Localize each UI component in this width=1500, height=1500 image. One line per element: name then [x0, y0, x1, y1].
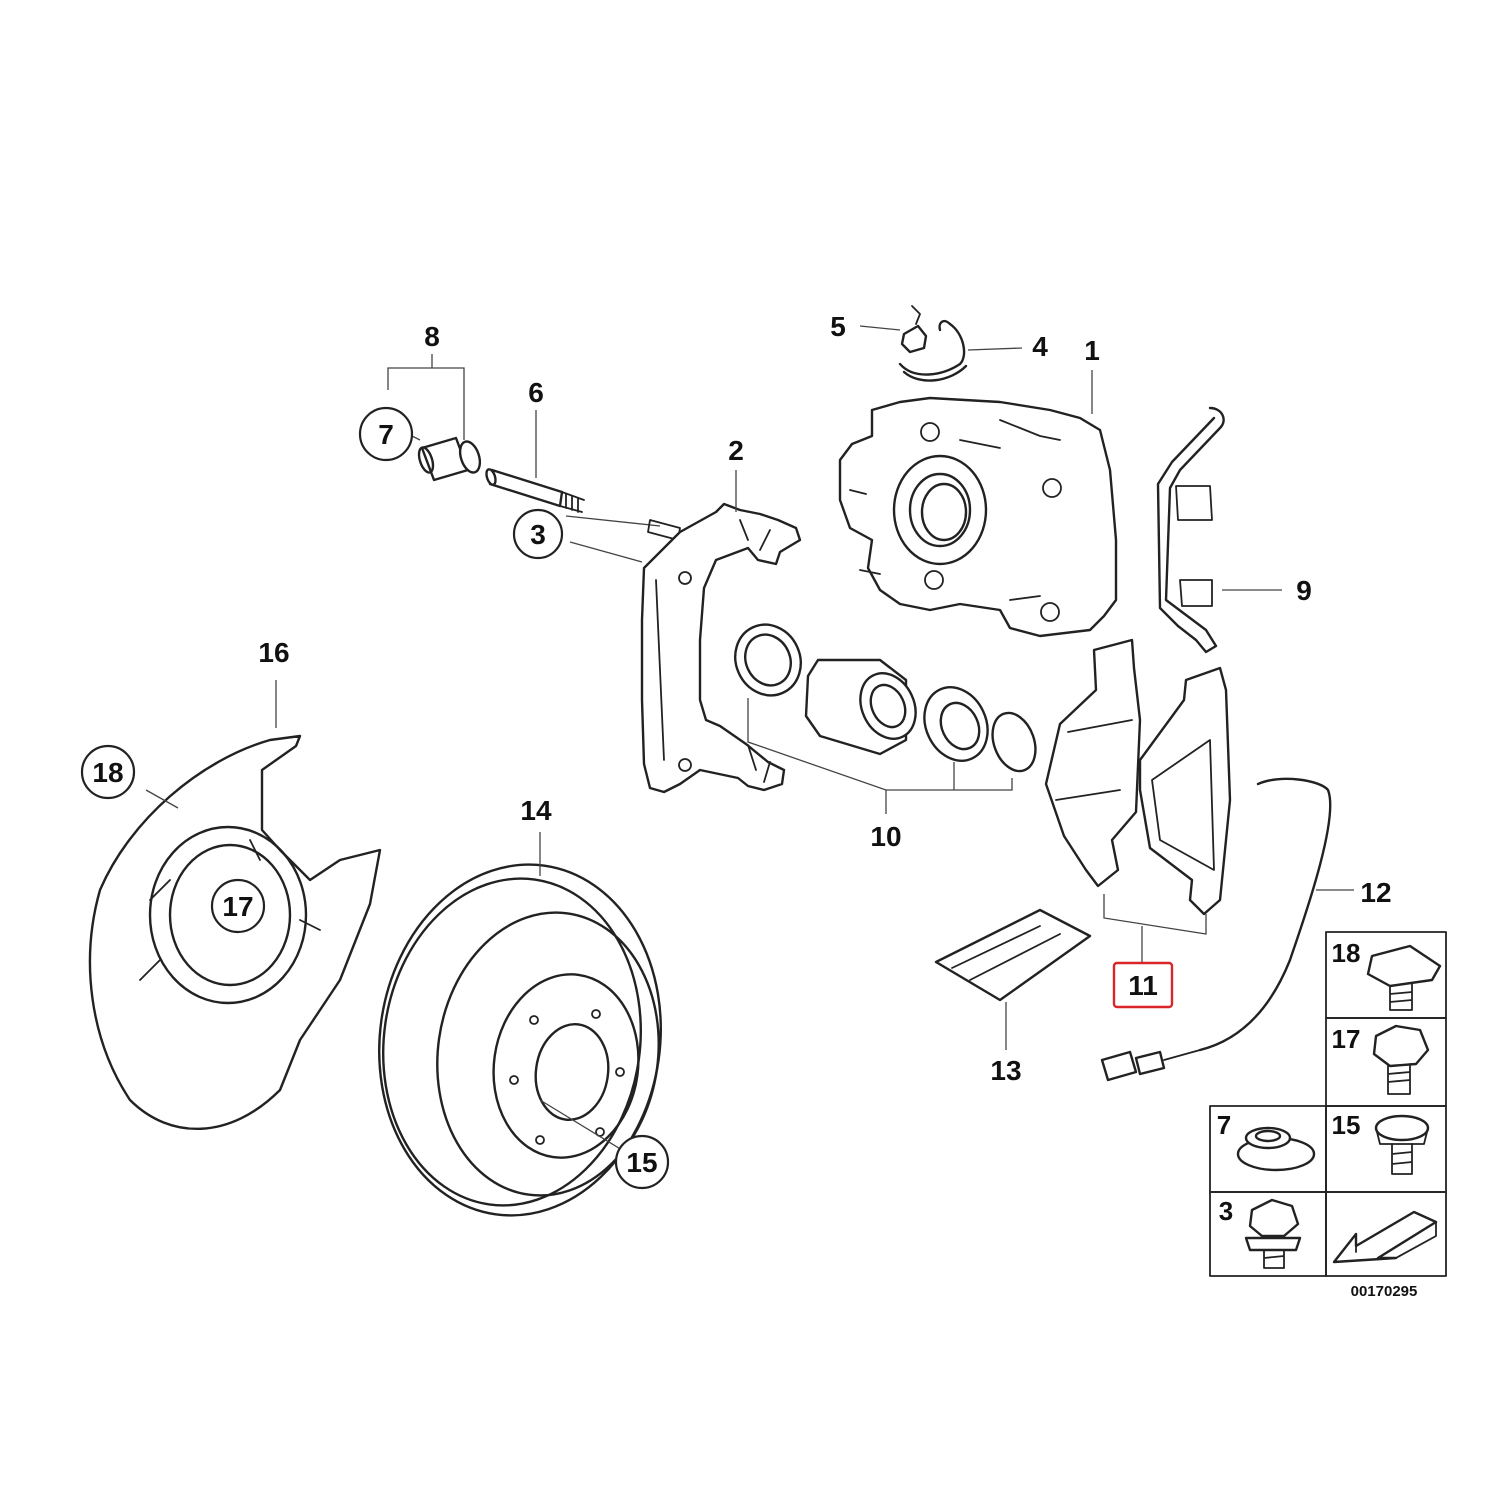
label-11[interactable]: 11	[1128, 970, 1158, 1001]
label-2: 2	[728, 435, 744, 466]
brake-disc-part[interactable]	[357, 846, 683, 1234]
label-12: 12	[1360, 877, 1391, 908]
piston-seal-kit-part[interactable]	[724, 614, 1043, 777]
label-3-circle[interactable]	[512, 508, 564, 560]
fastener-legend: 18 17 7 15 3	[1209, 931, 1447, 1277]
clip-bolt-part[interactable]	[900, 305, 928, 354]
label-3: 3	[530, 519, 546, 550]
legend-cell-15[interactable]	[1374, 1114, 1430, 1175]
legend-label-7: 7	[1217, 1110, 1231, 1140]
label-17: 17	[222, 891, 253, 922]
label-17-circle[interactable]	[210, 878, 266, 934]
label-18-circle[interactable]	[80, 744, 136, 800]
label-4: 4	[1032, 331, 1048, 362]
label-18: 18	[92, 757, 123, 788]
anti-rattle-spring-part[interactable]	[1156, 406, 1225, 654]
label-5: 5	[830, 311, 846, 342]
legend-label-3: 3	[1219, 1196, 1233, 1226]
grease-packet-part[interactable]	[934, 908, 1092, 1002]
guide-bushing-part[interactable]	[416, 436, 483, 482]
guide-pin-part[interactable]	[485, 468, 585, 513]
label-8: 8	[424, 321, 440, 352]
selected-part-highlight	[1112, 961, 1174, 1009]
label-1: 1	[1084, 335, 1100, 366]
legend-cell-17[interactable]	[1372, 1024, 1430, 1095]
legend-cell-18[interactable]	[1366, 944, 1442, 1011]
drawing-number: 00170295	[1351, 1283, 1418, 1300]
legend-label-15: 15	[1332, 1110, 1361, 1140]
label-13: 13	[990, 1055, 1021, 1086]
label-15-circle[interactable]	[614, 1134, 670, 1190]
label-7: 7	[378, 419, 394, 450]
label-14: 14	[520, 795, 552, 826]
brake-pad-set-part[interactable]	[1044, 638, 1232, 916]
label-10: 10	[870, 821, 901, 852]
label-6: 6	[528, 377, 544, 408]
legend-cell-7[interactable]	[1236, 1126, 1316, 1172]
retaining-clip-part[interactable]	[898, 319, 968, 382]
label-9: 9	[1296, 575, 1312, 606]
label-7-circle[interactable]	[358, 406, 414, 462]
legend-label-18: 18	[1332, 938, 1361, 968]
legend-cell-3[interactable]	[1244, 1198, 1302, 1269]
legend-label-17: 17	[1332, 1024, 1361, 1054]
label-16: 16	[258, 637, 289, 668]
wear-sensor-part[interactable]	[1100, 777, 1332, 1082]
caliper-carrier-part[interactable]	[640, 502, 802, 794]
caliper-housing-part[interactable]	[838, 396, 1118, 638]
label-15: 15	[626, 1147, 657, 1178]
arrow-icon[interactable]	[1332, 1210, 1438, 1264]
